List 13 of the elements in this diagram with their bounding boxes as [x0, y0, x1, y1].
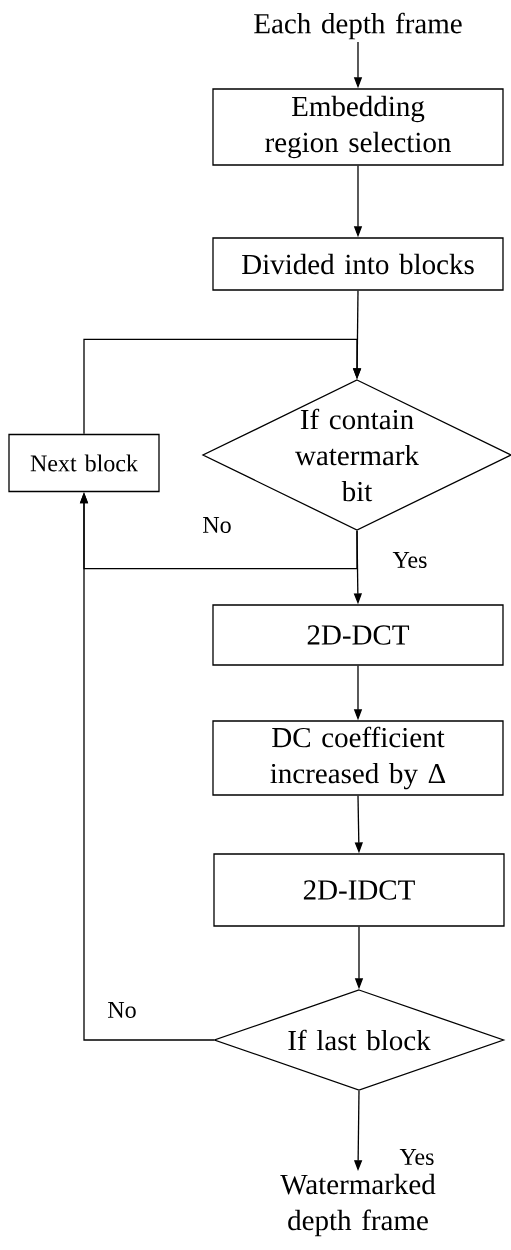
- arrow: [83, 338, 362, 435]
- terminal-text: Each depth frame: [254, 12, 462, 40]
- process-box: Divided into blocks: [212, 237, 504, 291]
- edge-label: No: [201, 516, 233, 534]
- process-box: Next block: [8, 433, 160, 493]
- process-box: 2D-IDCT: [213, 853, 505, 927]
- process-box: 2D-DCT: [212, 604, 504, 666]
- process-box: Embedding region selection: [212, 88, 504, 166]
- terminal-text: Watermarked depth frame: [280, 1173, 436, 1237]
- edge-label: No: [106, 1001, 138, 1019]
- process-box: DC coefficient increased by Δ: [212, 720, 504, 796]
- edge-label: Yes: [398, 1148, 436, 1166]
- edge-label: Yes: [391, 551, 429, 569]
